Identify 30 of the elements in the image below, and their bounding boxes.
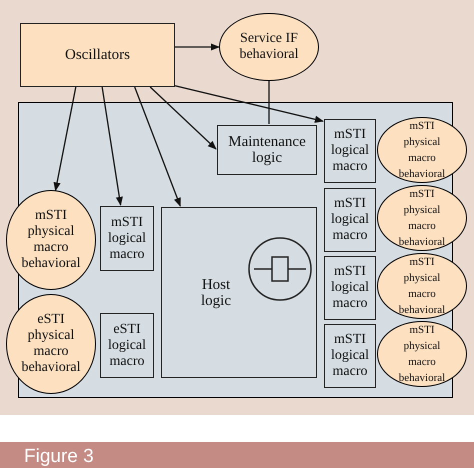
node-label: mSTI physical macro behavioral	[398, 323, 446, 386]
process-box	[161, 207, 317, 378]
process-box	[324, 188, 376, 252]
arrow	[134, 86, 181, 207]
arrow	[102, 86, 123, 206]
node-label: mSTI logical macro	[330, 196, 370, 244]
arrow	[175, 43, 220, 51]
process-box	[217, 125, 317, 175]
node-label: Maintenance logic	[227, 134, 307, 166]
node-label: eSTI physical macro behavioral	[20, 312, 82, 376]
arrow	[54, 86, 76, 192]
process-box	[100, 313, 154, 378]
arrow	[174, 85, 324, 123]
arrow	[150, 86, 217, 150]
process-box	[324, 119, 376, 183]
process-box	[324, 324, 376, 388]
node-label: eSTI logical macro	[106, 322, 148, 370]
process-box	[324, 256, 376, 320]
process-box	[100, 206, 154, 271]
node-label: Service IF behavioral	[238, 31, 300, 63]
node-label: mSTI logical macro	[330, 264, 370, 312]
node-label: Oscillators	[65, 47, 130, 63]
process-box	[20, 23, 175, 87]
node-label: mSTI physical macro behavioral	[20, 208, 82, 272]
node-label: mSTI logical macro	[330, 332, 370, 380]
connector-line	[268, 81, 270, 124]
node-label: Host logic	[200, 276, 232, 308]
figure-caption: Figure 3	[24, 445, 94, 468]
node-label: mSTI logical macro	[106, 214, 148, 262]
node-label: mSTI logical macro	[330, 127, 370, 175]
